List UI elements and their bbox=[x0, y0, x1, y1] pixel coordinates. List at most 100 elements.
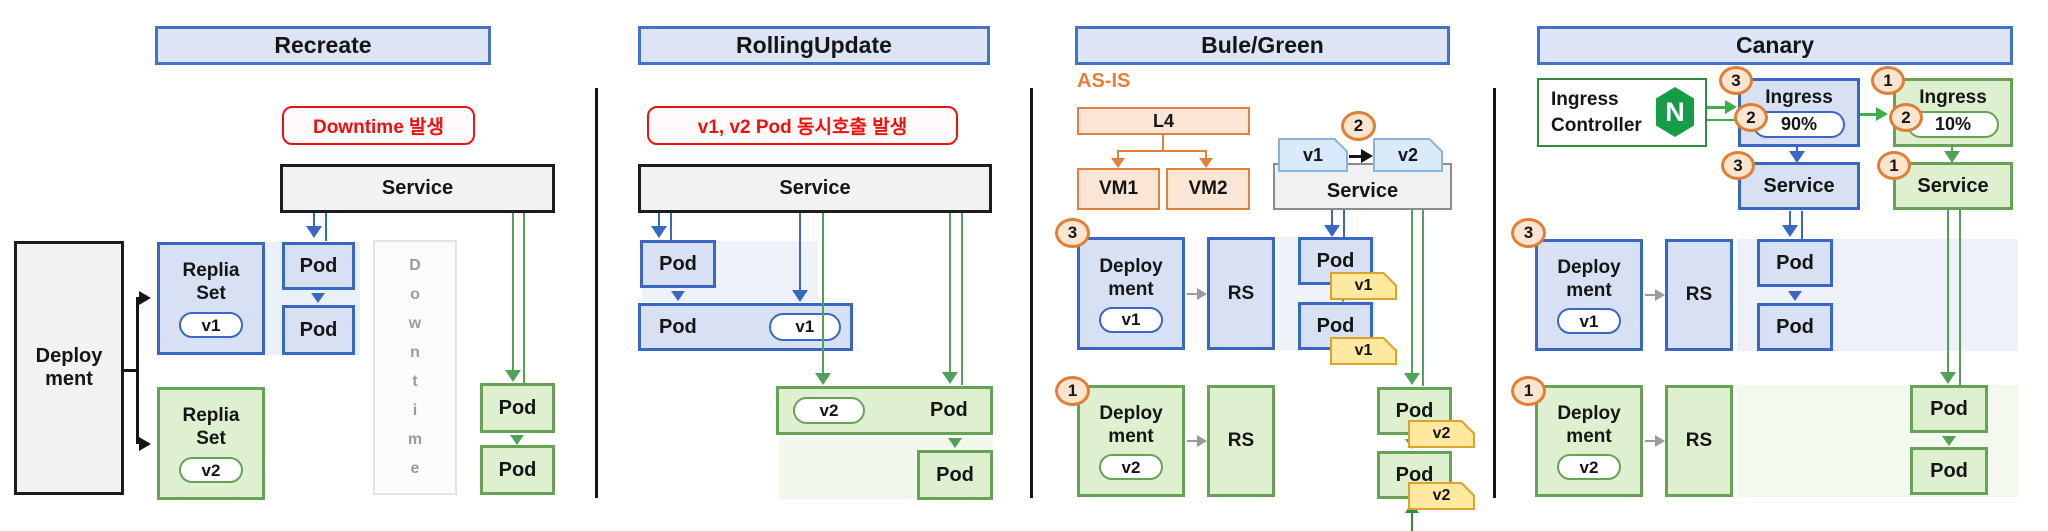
replicaset-label: Replia bbox=[182, 260, 240, 281]
downtime-letters: D o w n t i m e bbox=[408, 257, 422, 478]
tag-label: v2 bbox=[1432, 487, 1451, 504]
arrow-line bbox=[1860, 113, 1878, 116]
connector-line bbox=[1645, 440, 1657, 442]
connector-line bbox=[1645, 294, 1657, 296]
arrow-line bbox=[799, 213, 801, 291]
pod-label: Pod bbox=[930, 399, 968, 421]
pod-version-tag: v2 bbox=[1408, 420, 1475, 448]
arrow-line bbox=[1951, 147, 1953, 152]
arrowhead-down bbox=[505, 370, 521, 382]
deployment-box: Deploy ment bbox=[14, 241, 124, 495]
replicaset-label: Replia bbox=[182, 405, 240, 426]
arrowhead-right bbox=[1197, 288, 1207, 300]
arrowhead-down bbox=[942, 372, 958, 384]
panel-title-recreate: Recreate bbox=[155, 26, 491, 65]
pod-label: Pod bbox=[659, 315, 697, 338]
replicaset-v2-box: Replia Set v2 bbox=[157, 387, 265, 500]
arrow-line bbox=[1343, 210, 1345, 237]
panel-title-bluegreen: Bule/Green bbox=[1075, 26, 1450, 65]
service-box: Service bbox=[638, 164, 992, 213]
arrowhead-down bbox=[1940, 372, 1956, 384]
pod-box: Pod bbox=[480, 383, 555, 433]
arrowhead-down bbox=[651, 226, 667, 238]
connector-line bbox=[1187, 293, 1199, 295]
arrowhead-down bbox=[671, 291, 685, 301]
connector-line bbox=[1117, 150, 1119, 159]
downtime-column: D o w n t i m e bbox=[373, 240, 457, 495]
deployment-content: Deploy ment v1 bbox=[1099, 255, 1163, 333]
connector-line bbox=[1349, 155, 1364, 158]
deployment-content: Deploy ment bbox=[36, 345, 103, 391]
arrow-line bbox=[1959, 210, 1961, 385]
step-badge: 3 bbox=[1719, 66, 1753, 95]
panel-title-rollingupdate: RollingUpdate bbox=[638, 26, 990, 65]
arrow-line bbox=[822, 213, 824, 374]
pod-box: Pod bbox=[1910, 447, 1988, 495]
version-tag-v2: v2 bbox=[1373, 138, 1443, 172]
arrowhead-down bbox=[306, 226, 322, 238]
replicaset-box: RS bbox=[1665, 385, 1733, 497]
ingress-10-box: Ingress 10% bbox=[1893, 78, 2013, 147]
step-badge: 3 bbox=[1511, 218, 1546, 248]
step-badge: 1 bbox=[1055, 376, 1090, 406]
arrowhead-down bbox=[1942, 436, 1956, 446]
step-badge: 2 bbox=[1889, 103, 1923, 132]
replicaset-label: Set bbox=[196, 283, 226, 304]
pod-v2-row: v2 Pod bbox=[776, 386, 993, 435]
version-pill: v1 bbox=[179, 312, 243, 338]
arrowhead-right bbox=[1655, 435, 1665, 447]
tag-face: v1 bbox=[1332, 274, 1395, 298]
arrow-line bbox=[1801, 211, 1803, 239]
arrow-line bbox=[1411, 210, 1413, 375]
pod-box: Pod bbox=[480, 445, 555, 495]
replicaset-box: RS bbox=[1665, 239, 1733, 351]
arrow-line bbox=[1789, 211, 1791, 226]
arrow-line bbox=[1707, 106, 1726, 109]
pod-box: Pod bbox=[640, 240, 716, 288]
ingress-label: Ingress bbox=[1919, 87, 1987, 108]
arrowhead-down bbox=[792, 290, 808, 302]
arrow-line bbox=[1422, 210, 1424, 386]
deployment-label: ment bbox=[1566, 280, 1612, 301]
version-tag-v1: v1 bbox=[1278, 138, 1348, 172]
step-badge: 1 bbox=[1871, 66, 1905, 95]
version-pill: v2 bbox=[1099, 454, 1163, 480]
arrowhead-right bbox=[139, 291, 151, 305]
deployment-label: Deploy bbox=[1099, 255, 1163, 277]
arrowhead-down bbox=[510, 435, 524, 445]
version-pill: v2 bbox=[1557, 454, 1621, 480]
connector-line bbox=[1187, 440, 1199, 442]
connector-line bbox=[1205, 150, 1207, 159]
arrowhead-right bbox=[1655, 289, 1665, 301]
service-box: Service bbox=[1893, 162, 2013, 210]
arrowhead-right bbox=[1725, 100, 1737, 114]
pod-box: Pod bbox=[1757, 239, 1833, 287]
step-badge: 2 bbox=[1341, 111, 1376, 141]
arrowhead-down bbox=[1324, 225, 1340, 237]
connector-line bbox=[124, 369, 137, 372]
ingress-controller-label: Controller bbox=[1551, 114, 1642, 136]
deployment-content: Deploy ment v1 bbox=[1557, 256, 1621, 334]
panel-divider bbox=[1030, 88, 1033, 498]
arrow-line bbox=[961, 213, 963, 385]
step-badge: 1 bbox=[1877, 151, 1911, 180]
ingress-controller-content: Ingress Controller bbox=[1551, 87, 1642, 139]
deployment-label: Deploy bbox=[1557, 257, 1621, 278]
deployment-v1-box: Deploy ment v1 bbox=[1077, 237, 1185, 350]
pod-v1-row: Pod v1 bbox=[638, 303, 853, 351]
arrow-line bbox=[1947, 210, 1949, 374]
version-pill: v2 bbox=[793, 397, 865, 424]
arrow-line bbox=[523, 213, 525, 383]
tag-face: v1 bbox=[1280, 140, 1346, 170]
arrow-line bbox=[512, 213, 514, 370]
panel-title-canary: Canary bbox=[1537, 26, 2013, 65]
downtime-letter: w bbox=[408, 315, 422, 332]
tag-face: v2 bbox=[1410, 484, 1473, 508]
arrowhead-down bbox=[1789, 151, 1805, 163]
deployment-content: Deploy ment v2 bbox=[1099, 402, 1163, 480]
arrowhead-right bbox=[1876, 107, 1888, 121]
version-pill: v1 bbox=[1099, 306, 1163, 333]
downtime-alert-badge: Downtime 발생 bbox=[282, 106, 475, 145]
replicaset-box: RS bbox=[1207, 385, 1275, 497]
